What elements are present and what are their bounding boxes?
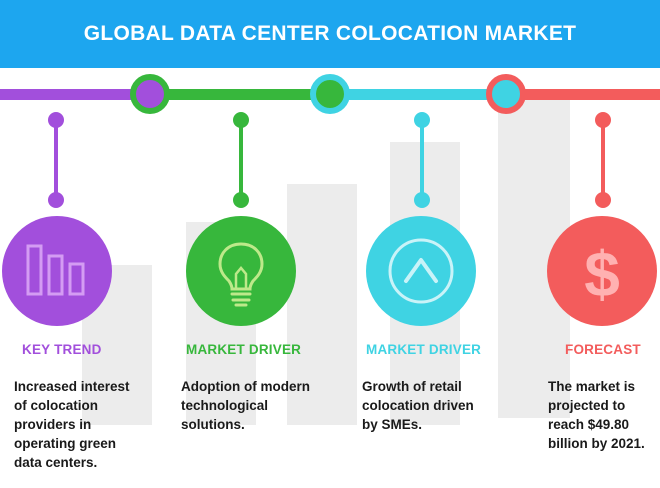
timeline-segment-green	[150, 89, 330, 100]
page-title: GLOBAL DATA CENTER COLOCATION MARKET	[83, 22, 577, 45]
market-driver-circle-1	[186, 216, 296, 326]
connector-stem-2	[239, 120, 243, 200]
chevron-up-icon	[388, 238, 454, 304]
market-driver-circle-2	[366, 216, 476, 326]
connector-bottom-dot-4	[595, 192, 611, 208]
item-label-2: MARKET DRIVER	[186, 342, 302, 357]
timeline-segment-cyan	[330, 89, 505, 100]
timeline-node-green	[130, 74, 170, 114]
item-label-3: MARKET DRIVER	[366, 342, 482, 357]
connector-stem-3	[420, 120, 424, 200]
timeline-segment-red	[505, 89, 660, 100]
item-description-3: Growth of retail colocation driven by SM…	[362, 379, 474, 432]
connector-bottom-dot-3	[414, 192, 430, 208]
item-description-2: Adoption of modern technological solutio…	[181, 379, 310, 432]
connector-bottom-dot-1	[48, 192, 64, 208]
key-trend-circle	[2, 216, 112, 326]
bar-chart-icon	[26, 244, 85, 296]
timeline-node-cyan	[310, 74, 350, 114]
connector-stem-4	[601, 120, 605, 200]
timeline-node-red	[486, 74, 526, 114]
connector-bottom-dot-2	[233, 192, 249, 208]
item-label-1: KEY TREND	[22, 342, 102, 357]
header-banner: GLOBAL DATA CENTER COLOCATION MARKET	[0, 0, 660, 68]
lightbulb-icon	[218, 242, 264, 307]
dollar-icon: $	[584, 238, 620, 310]
background-bar-3	[287, 184, 357, 425]
connector-stem-1	[54, 120, 58, 200]
item-description-4: The market is projected to reach $49.80 …	[548, 379, 645, 451]
svg-text:$: $	[584, 238, 620, 310]
item-label-4: FORECAST	[565, 342, 641, 357]
forecast-circle: $	[547, 216, 657, 326]
item-description-1: Increased interest of colocation provide…	[14, 379, 130, 470]
timeline-segment-purple	[0, 89, 150, 100]
